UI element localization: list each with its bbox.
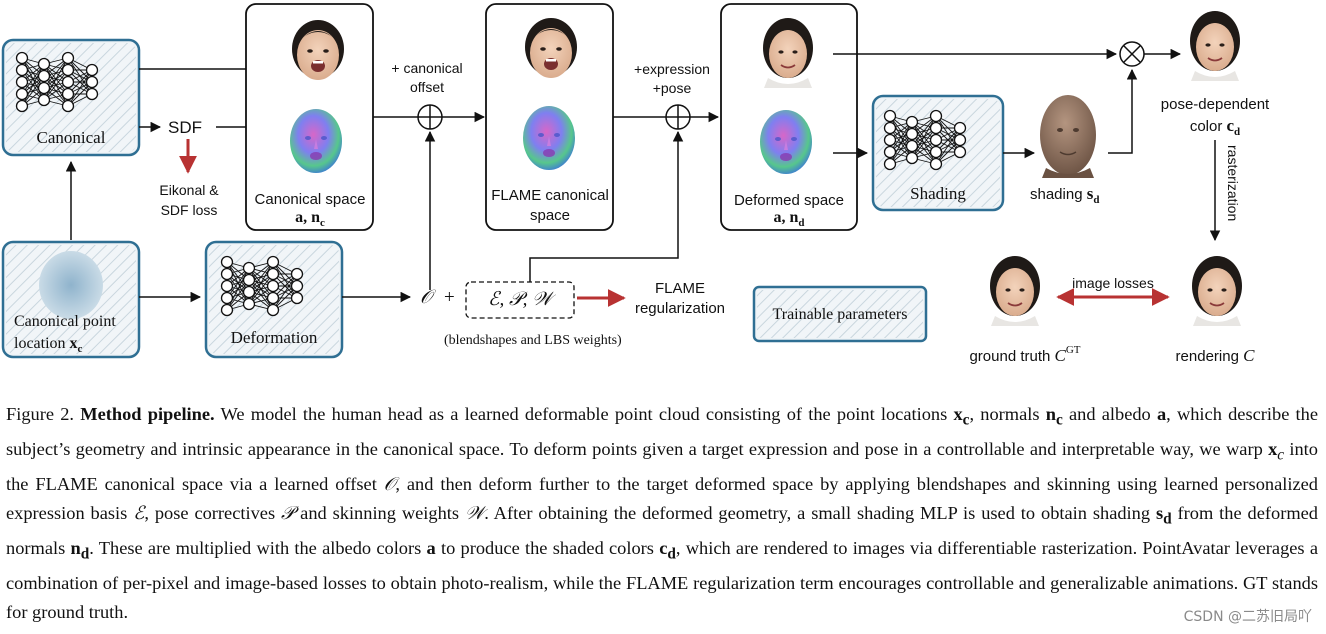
caption-text: to produce the shaded colors xyxy=(435,537,660,558)
caption-text: , which describe the subject’s geometry … xyxy=(6,404,1319,459)
deformation-mlp-box: Deformation xyxy=(204,240,344,359)
caption-math: 𝒲 xyxy=(464,502,485,523)
caption-math: x xyxy=(953,404,963,424)
expression-pose-line-2: +pose xyxy=(653,80,692,96)
ground-truth-face xyxy=(989,255,1041,327)
caption-text: , pose correctives xyxy=(144,502,281,523)
shading-mlp-label: Shading xyxy=(910,184,966,203)
caption-math: n xyxy=(70,537,81,558)
shading-label: shading sd xyxy=(1030,184,1099,206)
arrow-clay-to-multiply xyxy=(1108,68,1138,154)
canonical-point-box: Canonical point location xc xyxy=(1,240,141,359)
rendering-label: rendering C xyxy=(1176,346,1256,365)
plus-symbol: + xyxy=(444,287,455,308)
eikonal-line-2: SDF loss xyxy=(161,202,218,218)
deformed-space-label: Deformed space xyxy=(734,192,844,209)
flame-reg-line-2: regularization xyxy=(635,300,725,317)
canonical-offset-line-1: + canonical xyxy=(391,60,462,76)
offset-symbol: 𝒪 xyxy=(420,287,437,308)
arrow-epw-up xyxy=(529,130,684,282)
caption-math: c xyxy=(962,411,970,429)
canonical-space-panel: Canonical space a, nc xyxy=(245,3,374,231)
point-cloud-image xyxy=(39,251,103,319)
canonical-point-line-1: Canonical point xyxy=(14,313,116,330)
caption-text: and albedo xyxy=(1062,404,1157,424)
pose-dependent-color-face xyxy=(1189,10,1241,82)
rasterization-label: rasterization xyxy=(1225,145,1241,221)
ground-truth-label: ground truth CGT xyxy=(969,344,1080,365)
deformed-space-symbols: a, nd xyxy=(773,209,804,229)
canonical-mlp-box: Canonical xyxy=(1,38,141,157)
caption-math: d xyxy=(667,545,676,563)
canonical-offset-line-2: offset xyxy=(410,79,444,95)
flame-canonical-line-1: FLAME canonical xyxy=(491,187,609,204)
caption-math: d xyxy=(1163,510,1172,528)
caption-math: c xyxy=(1055,411,1063,429)
caption-text: into the FLAME canonical space via a lea… xyxy=(6,438,1318,494)
flame-reg-line-1: FLAME xyxy=(655,280,705,297)
pipeline-diagram: Canonical SDF Eikonal & SDF loss Canonic… xyxy=(1,3,1270,365)
rendering-face xyxy=(1191,255,1243,327)
plus-node-1 xyxy=(417,104,443,130)
image-losses-label: image losses xyxy=(1072,275,1154,291)
caption-math: 𝒫 xyxy=(281,502,295,523)
flame-canonical-line-2: space xyxy=(530,207,570,224)
caption-text: We model the human head as a learned def… xyxy=(220,404,954,424)
trainable-parameters-label: Trainable parameters xyxy=(773,306,908,323)
caption-text: , and then deform further to the target … xyxy=(6,473,1319,523)
figure-caption: Figure 2. Method pipeline. We model the … xyxy=(6,400,1318,627)
caption-math: d xyxy=(80,545,90,563)
sdf-label: SDF xyxy=(168,118,202,137)
caption-text: from the deformed normals xyxy=(6,502,1318,558)
plus-node-2 xyxy=(665,104,691,130)
watermark: CSDN @二苏旧局吖 xyxy=(1183,609,1312,625)
canonical-point-line-2: location xc xyxy=(14,335,83,355)
figure-title: Method pipeline. xyxy=(80,404,215,424)
multiply-node xyxy=(1119,41,1145,67)
epw-symbols: ℰ, 𝒫, 𝒲 xyxy=(488,289,556,310)
shading-clay-head xyxy=(1040,95,1096,178)
caption-math: s xyxy=(1155,502,1164,523)
caption-text: . After obtaining the deformed geometry,… xyxy=(484,502,1156,523)
caption-math: a xyxy=(1156,404,1167,424)
flame-canonical-panel: FLAME canonical space xyxy=(485,3,614,231)
blendshapes-note: (blendshapes and LBS weights) xyxy=(444,333,622,348)
caption-math: a xyxy=(426,537,436,558)
flame-normal-face xyxy=(523,106,575,170)
caption-text: , which are rendered to images via diffe… xyxy=(6,537,1318,622)
epw-dashed-box xyxy=(465,281,575,319)
expression-pose-line-1: +expression xyxy=(634,61,710,77)
caption-text: , normals xyxy=(969,404,1046,424)
canonical-space-symbols: a, nc xyxy=(295,209,325,229)
pose-dependent-line-1: pose-dependent xyxy=(1161,96,1270,113)
figure-label: Figure 2. xyxy=(6,404,75,424)
deformed-space-panel: Deformed space a, nd xyxy=(720,3,858,231)
eikonal-line-1: Eikonal & xyxy=(159,182,219,198)
caption-text: . These are multiplied with the albedo c… xyxy=(89,537,427,558)
caption-text: and skinning weights xyxy=(294,502,465,523)
deformation-mlp-label: Deformation xyxy=(231,328,318,347)
canonical-normal-face xyxy=(290,109,342,173)
trainable-parameters-legend: Trainable parameters xyxy=(752,285,928,343)
caption-math: x xyxy=(1268,438,1278,459)
deformed-normal-face xyxy=(760,110,812,174)
caption-math: n xyxy=(1045,404,1056,424)
caption-math: c xyxy=(659,537,668,558)
shading-mlp-box: Shading xyxy=(871,94,1005,212)
canonical-space-label: Canonical space xyxy=(255,191,366,208)
caption-math: ℰ xyxy=(133,502,145,523)
canonical-mlp-label: Canonical xyxy=(37,128,106,147)
caption-math: 𝒪 xyxy=(383,473,396,494)
caption-math: c xyxy=(1277,446,1285,464)
pose-dependent-line-2: color cd xyxy=(1190,116,1240,138)
